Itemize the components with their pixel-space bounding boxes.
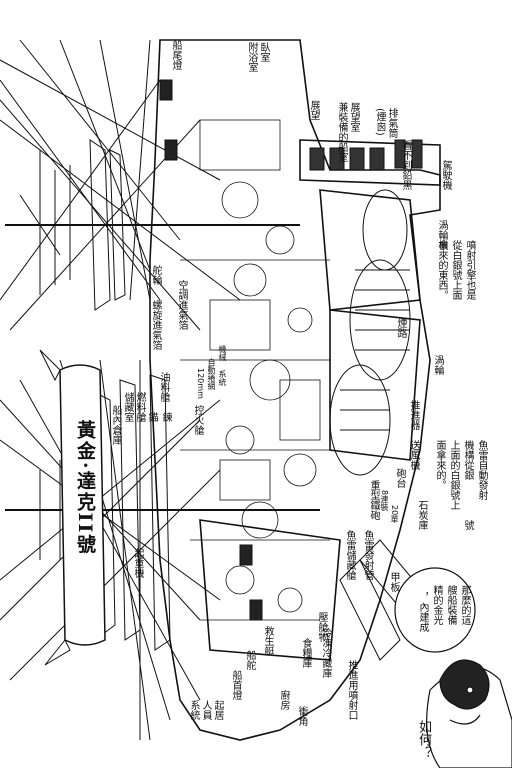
label-cannon-4: 20單 xyxy=(390,505,399,524)
label-cabin-right: 臥室 xyxy=(258,42,269,62)
label-observation: 展望 xyxy=(308,100,319,120)
label-torpedo-2: 魚雷儲藏艙 xyxy=(344,530,355,580)
pilot-character xyxy=(426,659,512,768)
label-bridge-line2: 兼裝備的船室 xyxy=(336,102,347,162)
bubble-line-1: 那麼的這 xyxy=(459,585,470,625)
engine-note-3: 拿來的東西。 xyxy=(436,240,447,300)
label-capstan-2: 自動捲網 xyxy=(207,358,216,390)
label-top-deck: 起重機 xyxy=(132,548,143,578)
silver-note-3: 號 xyxy=(462,520,473,530)
label-smoke-pipe: 煙路 xyxy=(395,318,406,338)
label-guide: 甲板 xyxy=(388,572,399,592)
silver-note-2: 機構從銀 xyxy=(462,440,473,480)
label-rudder2: 船舵 xyxy=(244,650,255,670)
title-banner xyxy=(39,349,106,666)
label-front-ram: 衝角 xyxy=(296,706,307,726)
label-crew-1: 人員 xyxy=(200,700,211,720)
label-kitchen: 廚房 xyxy=(278,690,289,710)
label-rudder-wheel: 舵輪 xyxy=(150,265,161,285)
label-stern-light: 船首燈 xyxy=(230,670,241,700)
label-cannon-1: 石炭庫 xyxy=(416,500,427,530)
bubble-line-2: 艘船裝備 xyxy=(445,585,456,625)
label-anchor-1: 錨 xyxy=(146,412,157,422)
mast-rigging-bottom xyxy=(0,359,320,741)
speech-bubble xyxy=(394,567,476,653)
label-gun: 砲台 xyxy=(394,468,405,488)
bubble-line-3: 精的金光 xyxy=(431,585,442,625)
silver-note-1: 魚雷自動發射 xyxy=(476,440,487,500)
engine-pods xyxy=(329,189,411,476)
label-crew-2: 起居 xyxy=(212,700,223,720)
silver-note-4: 上面的白銀號上 xyxy=(448,440,459,510)
label-rudder: 駕駛機 xyxy=(440,160,451,190)
label-cabin-left: 附浴室 xyxy=(246,42,257,72)
label-food: 食糧庫 xyxy=(300,638,311,668)
label-anchor-2: 鍊 xyxy=(160,412,171,422)
label-jet: 渦輪 xyxy=(432,355,443,375)
label-ctrl-room: 控火艙 xyxy=(192,405,203,435)
label-storage-3: 油料艙 xyxy=(158,372,169,402)
label-propulsion: 推進器 xyxy=(408,400,419,430)
label-torpedo-1: 魚雷發射管 xyxy=(362,530,373,580)
label-crew-3: 系統 xyxy=(188,700,199,720)
label-exhaust-line1: 排氣筒 xyxy=(386,108,397,138)
label-storage-4: 船內倉庫 xyxy=(110,405,121,445)
silver-note-5: 面拿來的。 xyxy=(434,440,445,490)
engine-note-1: 噴射引擎也是 xyxy=(464,240,475,300)
label-capstan-4: 系統 xyxy=(218,370,227,386)
label-lifeboat: 救生艇 xyxy=(262,626,273,656)
label-intake-1: 螺旋進氣箔 xyxy=(150,300,161,350)
character-exclamation: 如何？ xyxy=(416,720,431,759)
label-cannon-2: 重型鐵砲 xyxy=(368,480,379,520)
hull-outline xyxy=(149,39,441,741)
ship-title: 黃金·達克II號 xyxy=(74,420,96,556)
label-signal-light: 船尾燈 xyxy=(170,40,181,70)
label-intake-2: 空調進氣箔 xyxy=(176,280,187,330)
label-bridge-line1: 展望室 xyxy=(348,102,359,132)
label-exhaust-line3: 看不到鉛黑 xyxy=(400,140,411,190)
label-capstan-1: 120mm xyxy=(196,368,205,399)
bubble-line-4: ，內建成 xyxy=(417,592,428,632)
label-bow-light: 推進用噴射口 xyxy=(346,660,357,720)
label-engine-room: 渦輪機 xyxy=(436,220,447,250)
label-supply: 送風機 xyxy=(408,440,419,470)
label-storage-1: 儲藏室 xyxy=(122,392,133,422)
hull-cannons xyxy=(159,79,263,621)
label-exhaust-line2: (煙囪) xyxy=(374,108,385,136)
label-ballast: 壓艙物 xyxy=(316,612,327,642)
label-cooler: 冷凍冷藏庫 xyxy=(320,628,331,678)
engine-note-2: 從白銀號上面 xyxy=(450,240,461,300)
label-cannon-3: 8連裝 xyxy=(380,490,389,512)
label-capstan-3: 機械 xyxy=(218,345,227,361)
bridge-windows xyxy=(309,139,423,171)
label-storage-2: 燃料艙 xyxy=(134,392,145,422)
